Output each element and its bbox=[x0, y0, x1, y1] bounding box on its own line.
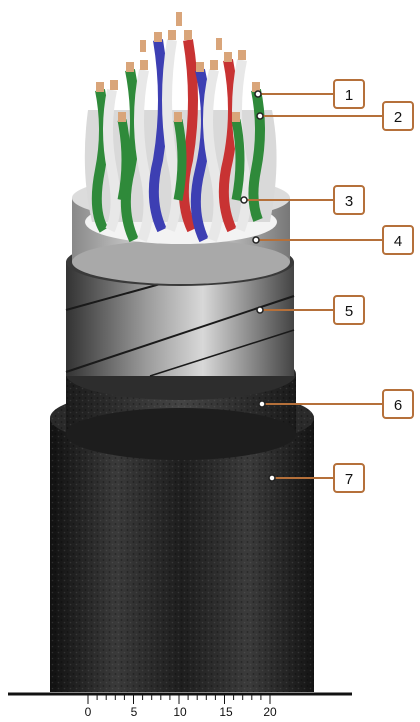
scale-tick-label-5: 5 bbox=[131, 705, 138, 719]
callout-2-label: 2 bbox=[394, 109, 402, 126]
callout-1: 1 bbox=[334, 80, 364, 108]
callout-4: 4 bbox=[383, 226, 413, 254]
callout-5: 5 bbox=[334, 296, 364, 324]
scale-tick-label-0: 0 bbox=[85, 705, 92, 719]
callout-6-label: 6 bbox=[394, 397, 402, 414]
scale-ruler: 0 5 10 15 20 bbox=[8, 694, 352, 719]
scale-ticks bbox=[88, 694, 270, 704]
callout-2: 2 bbox=[383, 102, 413, 130]
scale-tick-label-20: 20 bbox=[263, 705, 277, 719]
callout-4-label: 4 bbox=[394, 233, 402, 250]
callout-6: 6 bbox=[383, 390, 413, 418]
callout-7-label: 7 bbox=[345, 471, 353, 488]
callout-5-label: 5 bbox=[345, 303, 353, 320]
callout-7: 7 bbox=[334, 464, 364, 492]
callout-1-label: 1 bbox=[345, 87, 353, 104]
callout-3-label: 3 bbox=[345, 193, 353, 210]
scale-tick-label-15: 15 bbox=[219, 705, 233, 719]
callout-3: 3 bbox=[334, 186, 364, 214]
scale-tick-label-10: 10 bbox=[173, 705, 187, 719]
conductor-bundle bbox=[85, 12, 277, 244]
